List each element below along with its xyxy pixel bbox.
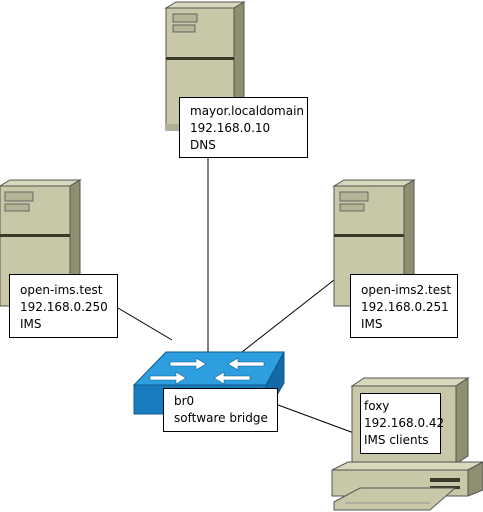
ims2-server-label: open-ims2.test 192.168.0.251 IMS bbox=[350, 274, 458, 338]
ims1-ip: 192.168.0.250 bbox=[20, 300, 108, 314]
link-ims2-bridge bbox=[241, 279, 335, 353]
dns-server-label: mayor.localdomain 192.168.0.10 DNS bbox=[179, 97, 308, 158]
bridge-description: software bridge bbox=[174, 411, 268, 425]
link-ims1-bridge bbox=[117, 307, 173, 341]
ims2-ip: 192.168.0.251 bbox=[361, 300, 449, 314]
bridge-name: br0 bbox=[174, 394, 195, 408]
client-label: foxy 192.168.0.42 IMS clients bbox=[360, 393, 445, 454]
ims1-hostname: open-ims.test bbox=[20, 283, 103, 297]
ims2-hostname: open-ims2.test bbox=[361, 283, 452, 297]
links bbox=[117, 158, 363, 437]
client-ip: 192.168.0.42 bbox=[364, 416, 445, 430]
dns-role: DNS bbox=[190, 138, 216, 152]
dns-ip: 192.168.0.10 bbox=[190, 121, 271, 135]
ims1-server-label: open-ims.test 192.168.0.250 IMS bbox=[9, 274, 118, 338]
client-hostname: foxy bbox=[364, 399, 390, 413]
bridge-label: br0 software bridge bbox=[163, 388, 278, 432]
ims2-role: IMS bbox=[361, 317, 383, 331]
client-role: IMS clients bbox=[364, 433, 429, 447]
link-bridge-client bbox=[269, 401, 363, 437]
ims1-role: IMS bbox=[20, 317, 42, 331]
dns-hostname: mayor.localdomain bbox=[190, 104, 305, 118]
